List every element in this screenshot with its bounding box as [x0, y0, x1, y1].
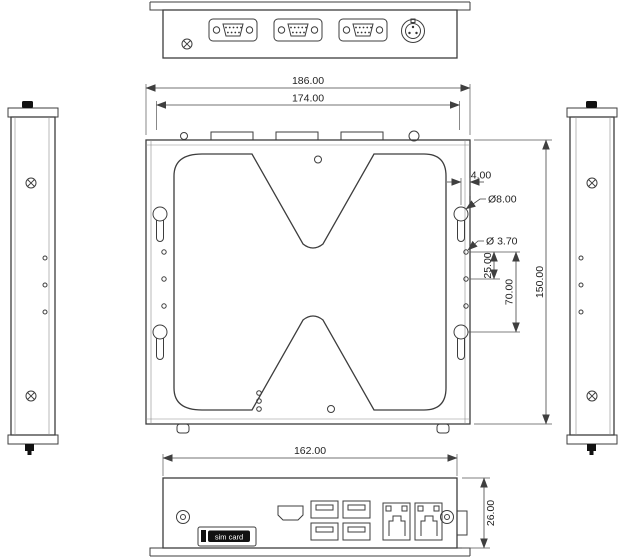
svg-text:25.00: 25.00: [482, 252, 494, 278]
side-screw: [25, 390, 37, 402]
panel-screw-right: [440, 510, 454, 524]
antenna-connector-top: [22, 101, 33, 108]
keyhole-slot-top-right: [453, 206, 469, 242]
keyhole-slot-top-left: [152, 206, 168, 242]
panel-screw: [181, 38, 193, 50]
svg-text:162.00: 162.00: [294, 445, 326, 457]
dim-side-depth: 26.00: [462, 477, 497, 549]
dim-small-hole-pitch: 25.00: [470, 251, 520, 280]
dim-small-hole-diameter: Ø 3.70: [467, 236, 518, 251]
power-connector: [401, 18, 425, 43]
dim-mount-width: 174.00: [156, 93, 460, 130]
serial-silhouette-3: [340, 131, 384, 141]
serial-port-1: [208, 18, 258, 42]
svg-text:70.00: 70.00: [504, 279, 516, 305]
mounting-plate: [173, 153, 447, 411]
svg-text:26.00: 26.00: [485, 500, 497, 526]
front-view: [145, 130, 471, 434]
led-indicators: [256, 390, 262, 412]
right-side-view: [566, 101, 618, 455]
small-holes-left: [161, 249, 167, 309]
sim-card-label: sim card: [215, 533, 243, 542]
side-screw: [25, 177, 37, 189]
small-holes-right: [463, 249, 469, 309]
svg-text:4.00: 4.00: [471, 170, 492, 182]
bottom-view: sim card: [149, 477, 471, 557]
dim-overall-height: 150.00: [474, 139, 552, 425]
svg-text:Ø 3.70: Ø 3.70: [486, 236, 518, 248]
side-small-holes: [578, 255, 584, 315]
left-side-view: [7, 101, 59, 455]
usb-ports: [310, 500, 371, 541]
chassis-outline: [145, 139, 471, 425]
sim-card-slot: sim card: [197, 526, 257, 547]
plate-screw-hole-top: [314, 155, 322, 164]
dimensions: 186.00 174.00 150.00 4.00 Ø8.00: [145, 75, 552, 549]
antenna-connector-bottom: [587, 444, 596, 455]
dim-hole-offset: 4.00: [447, 170, 492, 205]
svg-text:174.00: 174.00: [292, 93, 324, 105]
antenna-connector-bottom: [25, 444, 34, 455]
top-view: [149, 1, 471, 59]
svg-text:Ø8.00: Ø8.00: [488, 194, 517, 206]
antenna-connector-top: [586, 101, 597, 108]
keyhole-slot-bottom-left: [152, 324, 168, 360]
ethernet-port-1: [382, 502, 411, 541]
serial-port-3: [338, 18, 388, 42]
side-small-holes: [42, 255, 48, 315]
serial-silhouette-1: [210, 131, 254, 141]
svg-text:150.00: 150.00: [534, 266, 546, 298]
serial-port-2: [273, 18, 323, 42]
side-screw: [586, 390, 598, 402]
screw-silhouette: [180, 132, 188, 140]
ethernet-port-2: [414, 502, 443, 541]
dim-hole-span: 70.00: [468, 251, 520, 333]
dim-overall-width: 186.00: [145, 75, 471, 135]
hdmi-port: [277, 505, 304, 521]
foot-left: [176, 423, 190, 434]
power-silhouette: [408, 130, 420, 142]
dim-bottom-width: 162.00: [162, 445, 458, 476]
plate-screw-hole-bottom: [327, 405, 335, 413]
serial-silhouette-2: [275, 131, 319, 141]
panel-screw-left: [176, 510, 190, 524]
svg-text:186.00: 186.00: [292, 75, 324, 87]
dim-keyhole-diameter: Ø8.00: [465, 194, 517, 210]
keyhole-slot-bottom-right: [453, 324, 469, 360]
foot-right: [436, 423, 450, 434]
side-screw: [586, 177, 598, 189]
mounting-clip: [456, 510, 468, 536]
